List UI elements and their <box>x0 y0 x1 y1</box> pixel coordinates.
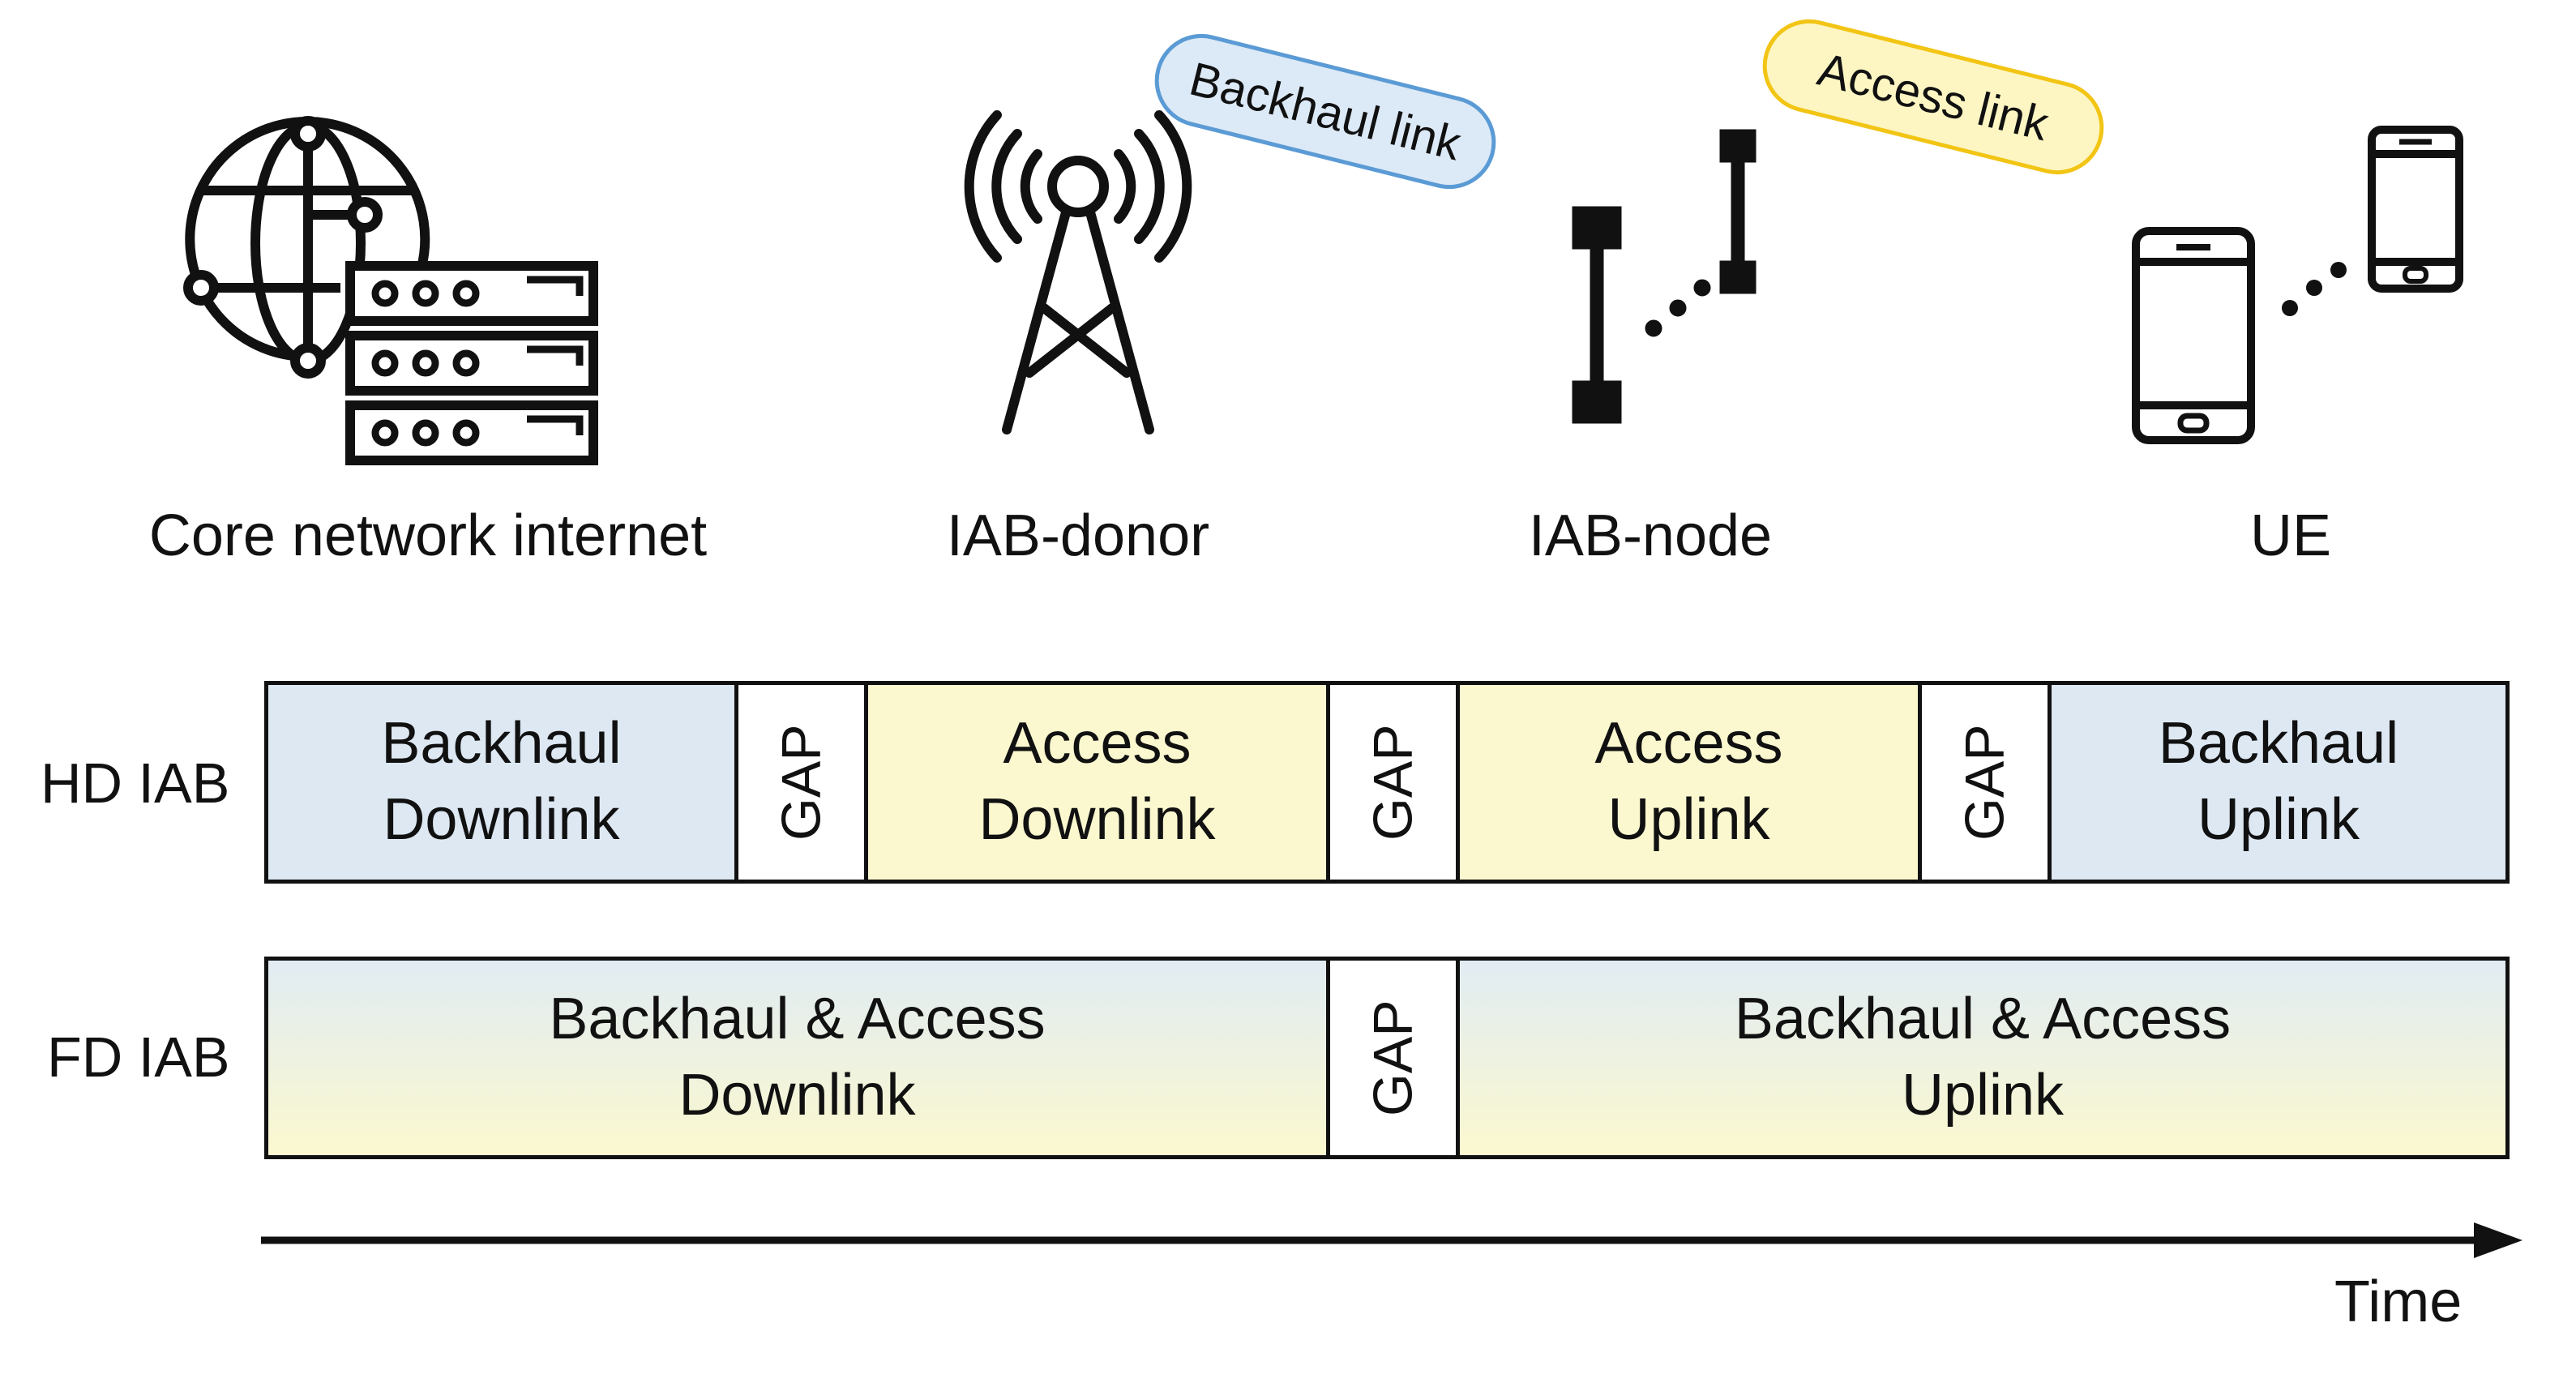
access-link-label: Access link <box>1812 42 2054 152</box>
gap-label: GAP <box>1362 724 1424 841</box>
access-link-pill: Access link <box>1752 9 2114 185</box>
segment-line: Backhaul <box>381 711 622 777</box>
hd-access-downlink-segment: Access Downlink <box>864 685 1326 880</box>
gap-label: GAP <box>1953 724 2016 841</box>
hd-backhaul-downlink-segment: Backhaul Downlink <box>268 685 734 880</box>
hd-access-uplink-segment: Access Uplink <box>1456 685 1918 880</box>
gap-label: GAP <box>770 724 832 841</box>
segment-line: Backhaul & Access <box>1734 987 2232 1052</box>
fd-downlink-segment: Backhaul & Access Downlink <box>268 961 1326 1155</box>
smartphone-icon <box>2132 126 2463 444</box>
relay-node-icon <box>1572 129 1757 424</box>
segment-line: Backhaul & Access <box>549 987 1046 1052</box>
segment-line: Downlink <box>383 787 620 852</box>
iab-donor-label: IAB-donor <box>946 503 1210 568</box>
segment-line: Access <box>1003 711 1192 777</box>
hd-gap-segment-3: GAP <box>1918 685 2048 880</box>
fd-iab-timeline: Backhaul & Access Downlink GAP Backhaul … <box>264 957 2510 1159</box>
backhaul-link-pill: Backhaul link <box>1145 24 1506 199</box>
segment-line: Backhaul <box>2158 711 2399 777</box>
hd-gap-segment-1: GAP <box>734 685 864 880</box>
fd-uplink-segment: Backhaul & Access Uplink <box>1456 961 2505 1155</box>
hd-iab-label: HD IAB <box>41 751 230 815</box>
fd-gap-segment: GAP <box>1326 961 1456 1155</box>
time-axis-arrow <box>261 1222 2523 1258</box>
segment-line: Uplink <box>2197 787 2360 852</box>
iab-node-label: IAB-node <box>1528 503 1773 568</box>
hd-iab-timeline: Backhaul Downlink GAP Access Downlink GA… <box>264 681 2510 884</box>
backhaul-link-label: Backhaul link <box>1184 52 1466 171</box>
hd-backhaul-uplink-segment: Backhaul Uplink <box>2048 685 2505 880</box>
hd-gap-segment-2: GAP <box>1326 685 1456 880</box>
gap-label: GAP <box>1362 1000 1424 1116</box>
segment-line: Access <box>1594 711 1783 777</box>
time-axis-label: Time <box>2334 1269 2463 1334</box>
segment-line: Uplink <box>1901 1063 2065 1128</box>
segment-line: Uplink <box>1607 787 1770 852</box>
antenna-tower-icon <box>964 110 1192 435</box>
globe-server-icon <box>183 116 598 465</box>
fd-iab-label: FD IAB <box>47 1025 230 1089</box>
segment-line: Downlink <box>678 1063 916 1128</box>
segment-line: Downlink <box>978 787 1216 852</box>
ue-label: UE <box>2249 503 2332 568</box>
core-network-label: Core network internet <box>148 503 708 568</box>
